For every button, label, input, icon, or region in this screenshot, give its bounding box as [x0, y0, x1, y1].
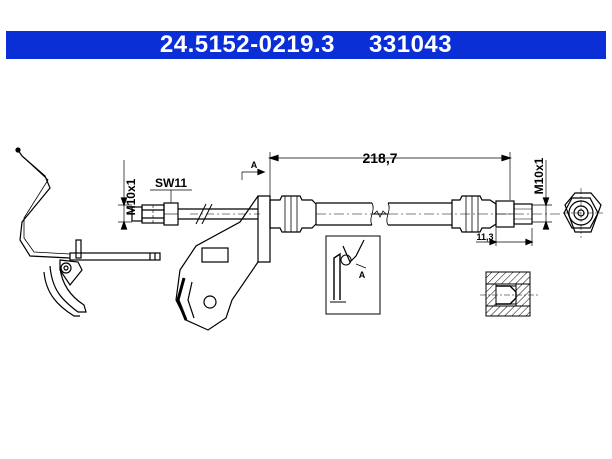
detail-a-box: [325, 235, 381, 315]
part-number: 24.5152-0219.3: [159, 31, 336, 58]
thread-left-label: M10x1: [124, 178, 138, 215]
fitting-length-label: 11,3: [476, 232, 493, 242]
section-marker-label: A: [251, 160, 258, 170]
installed-view-sketch: [15, 147, 161, 317]
title-bar: 24.5152-0219.3 331043: [6, 31, 606, 59]
thread-right-label: M10x1: [532, 157, 546, 194]
section-detail: [480, 271, 540, 317]
reference-number: 331043: [369, 31, 453, 58]
detail-a-label: A: [359, 270, 366, 280]
hose-main-view: [118, 152, 560, 331]
fitting-end-view: [563, 188, 603, 238]
wrench-size-label: SW11: [155, 176, 187, 190]
length-dimension-label: 218,7: [362, 150, 397, 166]
